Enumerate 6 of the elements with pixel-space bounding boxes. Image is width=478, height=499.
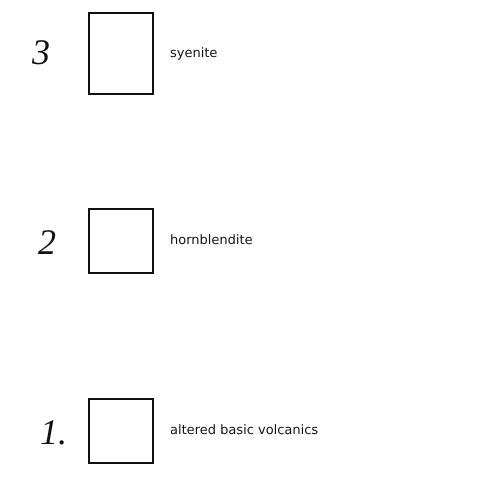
legend-text: syenite	[170, 46, 218, 60]
legend-number: 3	[32, 34, 50, 70]
legend-text: hornblendite	[170, 234, 253, 247]
legend-number: 1.	[40, 414, 67, 450]
legend-number: 2	[38, 224, 56, 260]
legend-text: altered basic volcanics	[170, 424, 318, 437]
